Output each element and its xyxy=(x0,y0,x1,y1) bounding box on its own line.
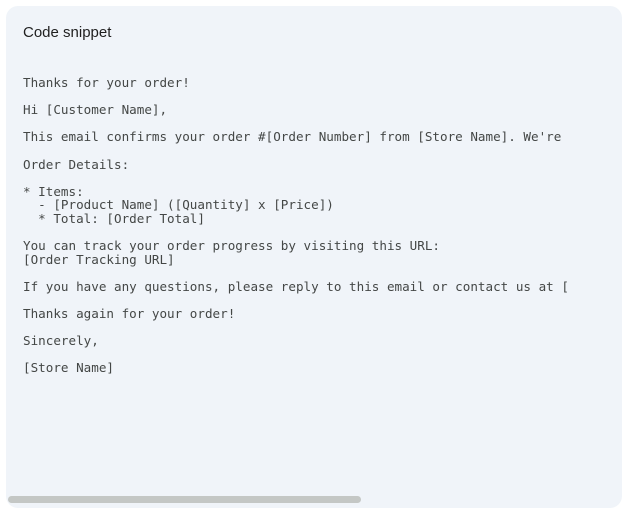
code-snippet-card: Code snippet Thanks for your order! Hi [… xyxy=(6,6,622,508)
code-block[interactable]: Thanks for your order! Hi [Customer Name… xyxy=(23,76,622,492)
scrollbar-thumb[interactable] xyxy=(8,496,361,503)
snippet-title: Code snippet xyxy=(23,24,112,41)
code-text: Thanks for your order! Hi [Customer Name… xyxy=(23,76,569,376)
horizontal-scrollbar[interactable] xyxy=(8,496,622,504)
